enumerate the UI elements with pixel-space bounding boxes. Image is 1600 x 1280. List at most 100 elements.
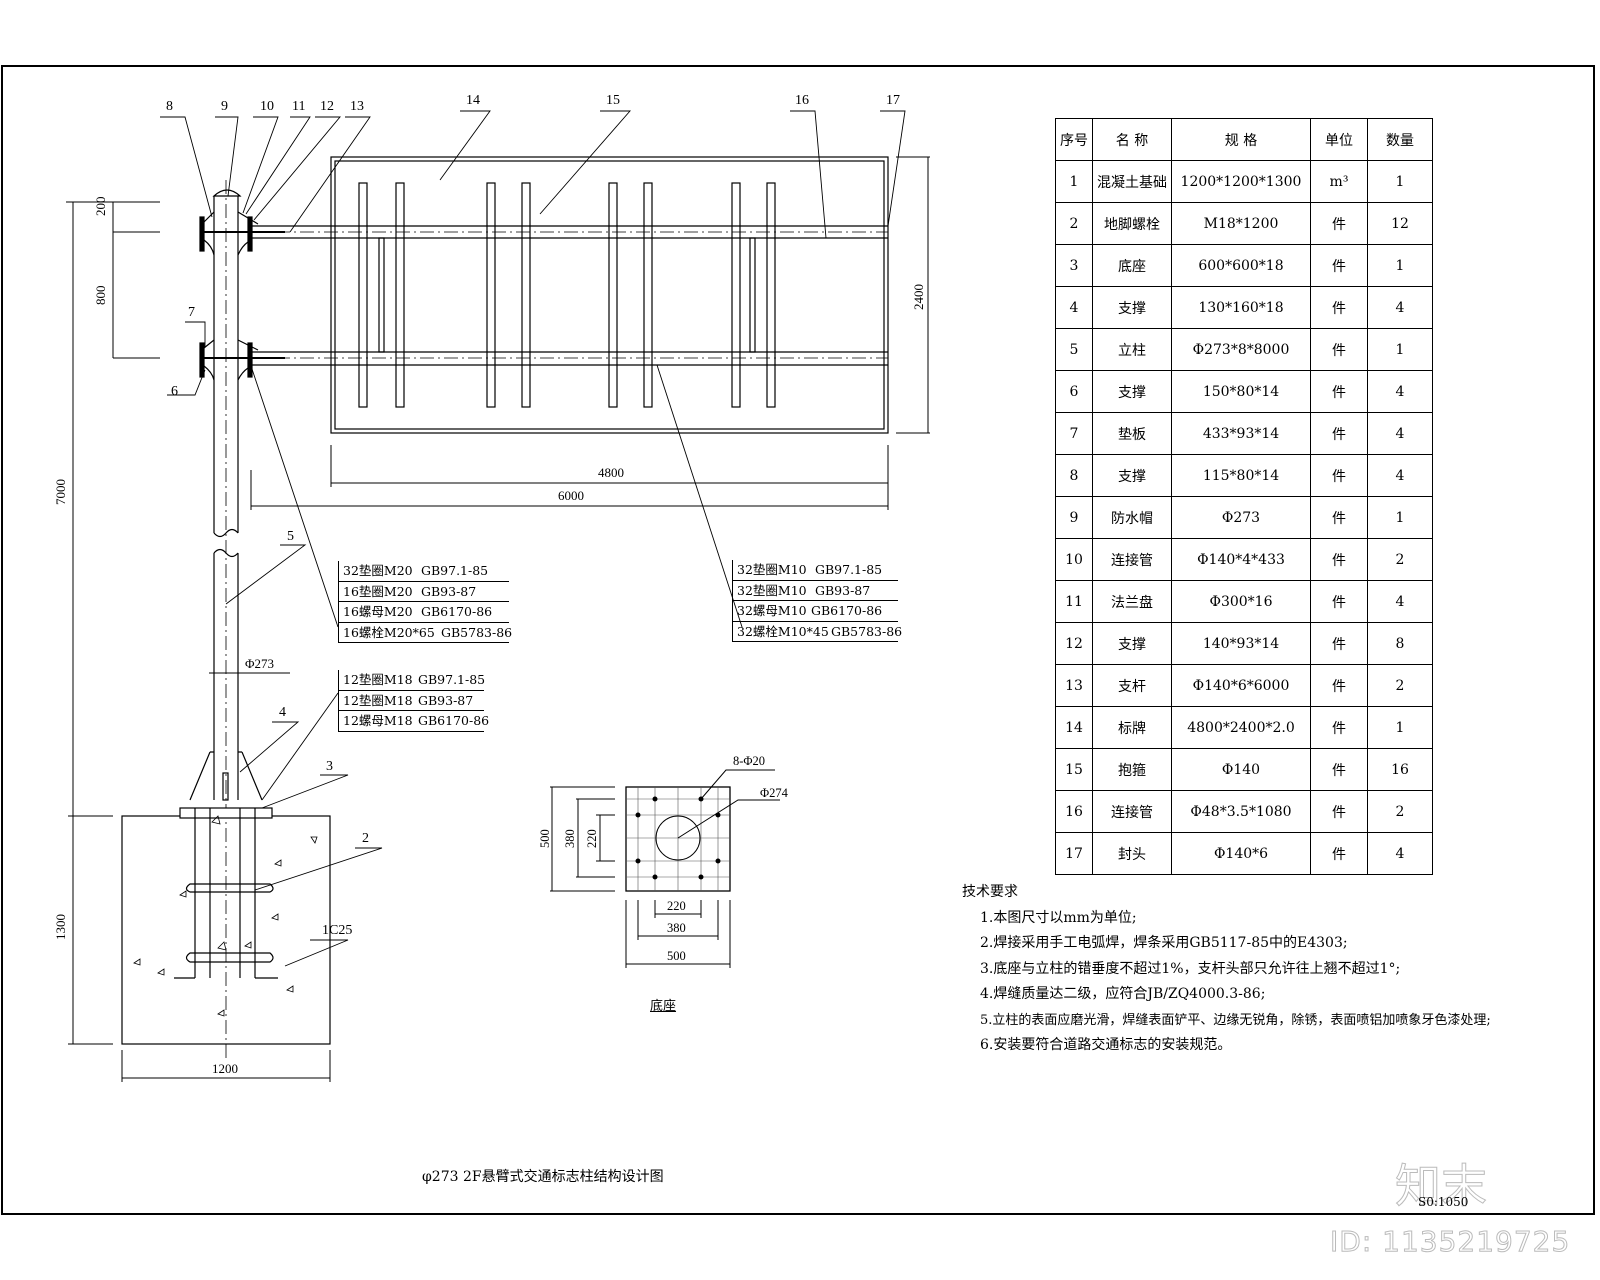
svg-text:6: 6 bbox=[171, 384, 178, 399]
table-cell: 立柱 bbox=[1092, 328, 1172, 371]
drawing-frame bbox=[1, 65, 1595, 1215]
table-cell: 件 bbox=[1310, 538, 1368, 581]
svg-text:220: 220 bbox=[585, 829, 599, 848]
table-cell: 12 bbox=[1367, 202, 1433, 245]
table-cell: 防水帽 bbox=[1092, 496, 1172, 539]
table-cell: 件 bbox=[1310, 496, 1368, 539]
table-cell: Φ140 bbox=[1171, 748, 1311, 791]
table-cell: 2 bbox=[1367, 664, 1433, 707]
table-cell: 4 bbox=[1367, 412, 1433, 455]
table-cell: m³ bbox=[1310, 160, 1368, 203]
table-cell: Φ48*3.5*1080 bbox=[1171, 790, 1311, 833]
sign-panel bbox=[330, 156, 889, 434]
svg-text:11: 11 bbox=[292, 99, 305, 114]
table-cell: 13 bbox=[1055, 664, 1093, 707]
svg-text:8: 8 bbox=[166, 99, 173, 114]
table-cell: 2 bbox=[1055, 202, 1093, 245]
table-cell: 法兰盘 bbox=[1092, 580, 1172, 623]
svg-text:1C25: 1C25 bbox=[322, 923, 352, 938]
dimension-lines bbox=[66, 156, 930, 1082]
table-cell: 433*93*14 bbox=[1171, 412, 1311, 455]
table-cell: 14 bbox=[1055, 706, 1093, 749]
table-cell: 件 bbox=[1310, 790, 1368, 833]
table-cell: 4800*2400*2.0 bbox=[1171, 706, 1311, 749]
table-cell: 115*80*14 bbox=[1171, 454, 1311, 497]
table-cell: 5 bbox=[1055, 328, 1093, 371]
note-item: 4.焊缝质量达二级，应符合JB/ZQ4000.3-86; bbox=[980, 986, 1266, 1002]
table-cell: Φ273 bbox=[1171, 496, 1311, 539]
table-cell: 12 bbox=[1055, 622, 1093, 665]
table-cell: 支撑 bbox=[1092, 370, 1172, 413]
table-cell: 8 bbox=[1367, 622, 1433, 665]
svg-text:14: 14 bbox=[466, 93, 480, 108]
table-cell: 件 bbox=[1310, 412, 1368, 455]
table-cell: 6 bbox=[1055, 370, 1093, 413]
table-cell: 混凝土基础 bbox=[1092, 160, 1172, 203]
table-cell: 抱箍 bbox=[1092, 748, 1172, 791]
foundation bbox=[121, 807, 331, 1045]
table-cell: 件 bbox=[1310, 244, 1368, 287]
note-item: 3.底座与立柱的错垂度不超过1%，支杆头部只允许往上翘不超过1°; bbox=[980, 960, 1401, 977]
technical-notes: 技术要求 1.本图尺寸以mm为单位; 2.焊接采用手工电弧焊，焊条采用GB511… bbox=[962, 880, 1491, 1059]
table-cell: 4 bbox=[1367, 580, 1433, 623]
table-cell: 1 bbox=[1367, 496, 1433, 539]
table-cell: 连接管 bbox=[1092, 790, 1172, 833]
watermark-logo: 知末 bbox=[1395, 1159, 1488, 1214]
svg-text:7000: 7000 bbox=[53, 479, 68, 505]
table-cell: 底座 bbox=[1092, 244, 1172, 287]
svg-text:220: 220 bbox=[667, 899, 686, 913]
table-cell: 4 bbox=[1367, 286, 1433, 329]
drawing-title: φ273 2F悬臂式交通标志柱结构设计图 bbox=[422, 1169, 664, 1185]
leader-lines bbox=[160, 110, 906, 967]
svg-text:500: 500 bbox=[538, 829, 552, 848]
svg-text:380: 380 bbox=[563, 829, 577, 848]
table-cell: 11 bbox=[1055, 580, 1093, 623]
note-item: 2.焊接采用手工电弧焊，焊条采用GB5117-85中的E4303; bbox=[980, 935, 1348, 951]
table-cell: Φ140*6*6000 bbox=[1171, 664, 1311, 707]
svg-text:13: 13 bbox=[350, 99, 364, 114]
table-cell: 16 bbox=[1055, 790, 1093, 833]
table-cell: 1 bbox=[1367, 706, 1433, 749]
note-item: 1.本图尺寸以mm为单位; bbox=[980, 909, 1137, 926]
table-cell: 3 bbox=[1055, 244, 1093, 287]
notes-heading: 技术要求 bbox=[962, 884, 1018, 900]
table-cell: 支撑 bbox=[1092, 454, 1172, 497]
dimension-texts: 200 800 7000 1300 1200 2400 4800 6000 Φ2… bbox=[53, 197, 926, 1077]
svg-text:500: 500 bbox=[667, 949, 686, 963]
note-item: 5.立柱的表面应磨光滑，焊缝表面铲平、边缘无锐角，除锈，表面喷铝加喷象牙色漆处理… bbox=[980, 1012, 1491, 1028]
table-cell: 2 bbox=[1367, 790, 1433, 833]
svg-text:7: 7 bbox=[188, 305, 195, 320]
table-cell: 件 bbox=[1310, 748, 1368, 791]
table-cell: 地脚螺栓 bbox=[1092, 202, 1172, 245]
watermark-id: ID: 1135219725 bbox=[1329, 1225, 1571, 1259]
note-item: 6.安装要符合道路交通标志的安装规范。 bbox=[980, 1037, 1232, 1053]
table-cell: 4 bbox=[1367, 454, 1433, 497]
table-cell: 2 bbox=[1367, 538, 1433, 581]
drawing-scale: S0:1050 bbox=[1418, 1195, 1469, 1209]
table-cell: 130*160*18 bbox=[1171, 286, 1311, 329]
svg-text:1300: 1300 bbox=[53, 914, 68, 940]
table-cell: 1200*1200*1300 bbox=[1171, 160, 1311, 203]
svg-text:1200: 1200 bbox=[212, 1061, 238, 1076]
table-cell: 件 bbox=[1310, 832, 1368, 875]
